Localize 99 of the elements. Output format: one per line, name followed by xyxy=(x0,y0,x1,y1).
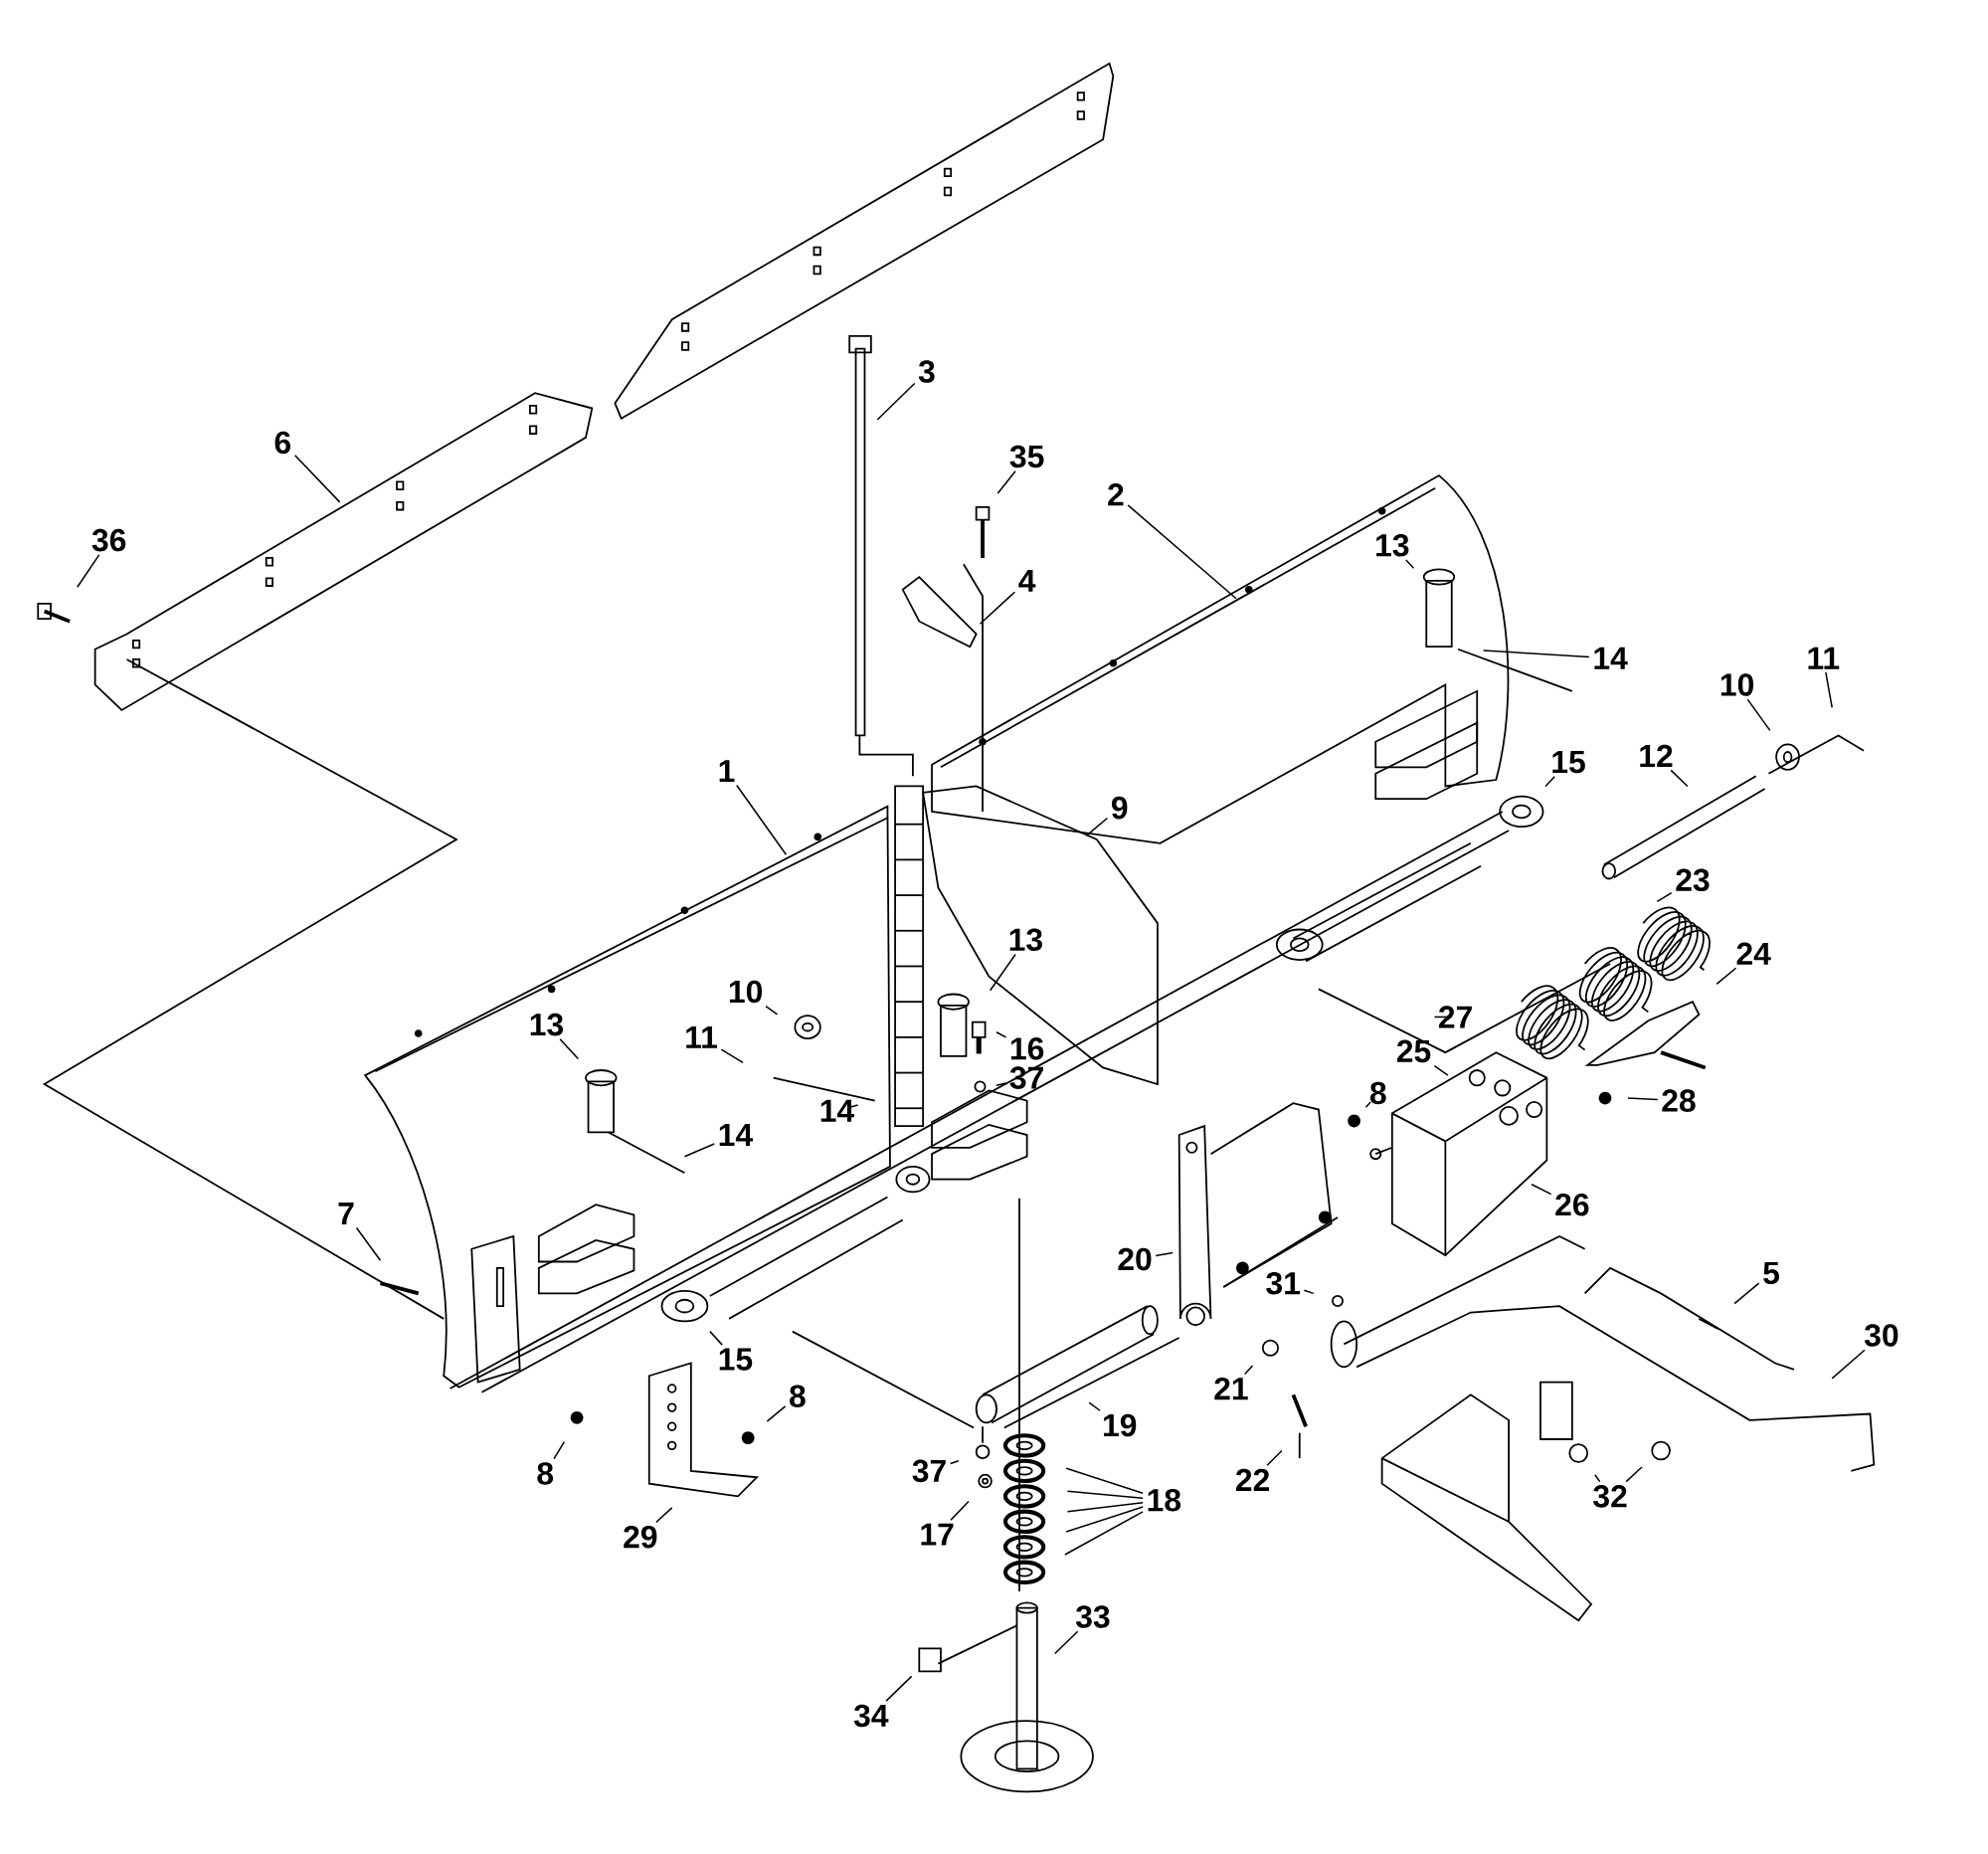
leader-line xyxy=(1155,1251,1175,1257)
leader-line xyxy=(1085,817,1109,836)
leader-line xyxy=(77,554,100,589)
callout-number: 11 xyxy=(686,1025,717,1048)
leader-line xyxy=(1627,1097,1659,1101)
callout-number: 16 xyxy=(1010,1037,1044,1060)
leader-line xyxy=(1266,1449,1283,1467)
callout-number: 13 xyxy=(530,1013,564,1036)
callout-number: 8 xyxy=(1369,1081,1386,1105)
callout-number: 10 xyxy=(729,980,763,1004)
callout-number: 15 xyxy=(719,1348,753,1371)
callout-number: 18 xyxy=(1148,1489,1181,1512)
leader-line xyxy=(553,1440,566,1460)
callout-number: 24 xyxy=(1736,942,1771,965)
leader-line xyxy=(1482,649,1590,658)
leader-line xyxy=(1716,967,1737,986)
leader-line xyxy=(1065,1467,1144,1495)
leader-line xyxy=(1670,769,1689,788)
callout-number: 27 xyxy=(1438,1006,1472,1028)
leader-line xyxy=(355,1226,382,1262)
leader-line xyxy=(709,1330,723,1346)
callout-number: 36 xyxy=(91,528,126,552)
callout-number: 12 xyxy=(1640,744,1673,767)
callout-number: 6 xyxy=(274,431,290,455)
callout-number: 37 xyxy=(1009,1066,1043,1090)
callout-number: 15 xyxy=(1552,751,1585,774)
callout-number: 9 xyxy=(1112,796,1128,820)
callout-number: 28 xyxy=(1662,1089,1696,1112)
callout-number: 23 xyxy=(1676,868,1710,892)
callout-number: 21 xyxy=(1214,1377,1248,1400)
callout-number: 5 xyxy=(1763,1261,1779,1285)
callout-number: 8 xyxy=(790,1385,806,1407)
leader-line xyxy=(1053,1630,1079,1655)
leader-line xyxy=(1064,1511,1144,1556)
leader-line xyxy=(1433,1064,1449,1076)
leader-line xyxy=(1364,1101,1371,1109)
leader-line xyxy=(876,382,916,421)
leader-line xyxy=(849,1104,859,1108)
leader-line xyxy=(989,953,1016,992)
leader-line xyxy=(1531,1184,1552,1196)
leader-line xyxy=(949,1459,960,1465)
leader-line xyxy=(1065,1506,1144,1533)
callout-number: 19 xyxy=(1104,1413,1137,1437)
callout-number: 30 xyxy=(1864,1324,1898,1347)
callout-number: 34 xyxy=(853,1704,889,1728)
leader-line xyxy=(996,470,1016,494)
leader-line xyxy=(765,1005,779,1016)
leader-line xyxy=(1831,1349,1866,1380)
callout-number: 14 xyxy=(719,1124,753,1147)
leader-line xyxy=(1405,559,1415,569)
leader-line xyxy=(1243,1365,1254,1376)
leader-line xyxy=(1088,1401,1101,1412)
leader-line xyxy=(1303,1289,1315,1295)
callout-number: 31 xyxy=(1266,1271,1300,1295)
callout-number: 14 xyxy=(820,1099,854,1122)
callout-number: 4 xyxy=(1018,570,1036,592)
leader-line xyxy=(1656,891,1673,903)
leader-line xyxy=(1825,671,1833,709)
leader-line xyxy=(293,455,341,503)
callout-number: 32 xyxy=(1593,1485,1627,1508)
callout-number: 20 xyxy=(1118,1247,1152,1271)
leader-line xyxy=(1625,1466,1643,1483)
leader-line xyxy=(1544,776,1555,788)
leader-line xyxy=(683,1143,716,1158)
callout-number: 13 xyxy=(1376,534,1409,557)
callout-number: 29 xyxy=(624,1525,657,1549)
leader-line xyxy=(1594,1474,1601,1483)
leader-line xyxy=(559,1038,580,1060)
leader-line xyxy=(885,1675,913,1702)
callout-number: 33 xyxy=(1075,1605,1110,1628)
leader-line xyxy=(1066,1490,1144,1500)
leader-line xyxy=(655,1507,673,1524)
leader-line xyxy=(1746,698,1771,732)
callout-number: 22 xyxy=(1236,1468,1269,1491)
callout-number: 17 xyxy=(921,1523,954,1546)
callout-number: 11 xyxy=(1808,647,1840,669)
leader-line xyxy=(950,1500,970,1522)
callout-number: 35 xyxy=(1009,445,1044,468)
callout-number: 14 xyxy=(1594,647,1628,669)
callout-number: 3 xyxy=(918,360,935,383)
leader-line xyxy=(979,591,1016,626)
callout-number: 13 xyxy=(1009,928,1042,952)
callout-number: 1 xyxy=(719,760,735,783)
callout-number: 10 xyxy=(1720,673,1754,696)
leader-line xyxy=(1066,1502,1144,1513)
callout-number: 2 xyxy=(1108,483,1124,506)
callout-number: 7 xyxy=(338,1203,354,1225)
leader-line xyxy=(720,1048,744,1064)
leader-line xyxy=(1433,1016,1453,1019)
leader-line xyxy=(1127,504,1237,600)
callout-number: 26 xyxy=(1555,1193,1589,1216)
leader-line xyxy=(736,784,788,856)
callout-number: 8 xyxy=(537,1462,554,1485)
callout-number: 25 xyxy=(1396,1039,1431,1063)
leader-line xyxy=(995,1082,1007,1087)
leader-line xyxy=(995,1031,1007,1038)
leader-line xyxy=(766,1405,787,1422)
leader-line xyxy=(1733,1282,1760,1305)
callout-number: 37 xyxy=(912,1459,946,1483)
